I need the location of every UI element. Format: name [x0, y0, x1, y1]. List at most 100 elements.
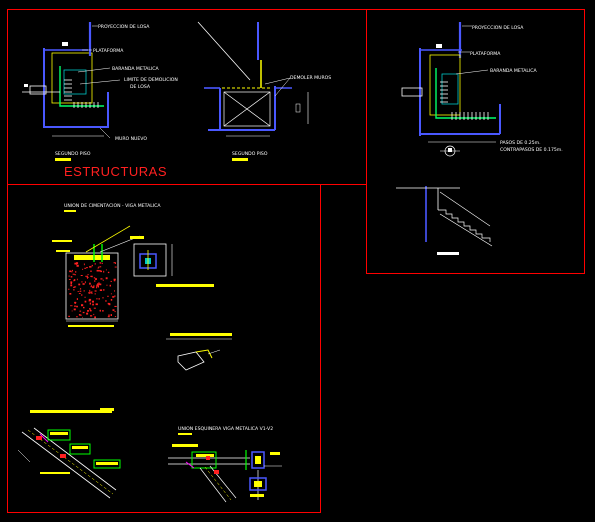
hatch-dot: [100, 278, 103, 280]
hatch-dot: [87, 310, 89, 312]
hatch-dot: [94, 293, 96, 295]
hatch-dot: [87, 277, 88, 279]
detail-a-caption-bar: [55, 158, 71, 161]
detail-b-section: DEMOLER MUROS SEGUNDO PISO: [197, 21, 331, 161]
hatch-dot: [98, 270, 101, 272]
esquinera-diag-center: [204, 466, 232, 501]
esquinera-base-plate: [249, 477, 267, 491]
hatch-dot: [107, 316, 110, 318]
diagonal-beam-edge-2: [33, 427, 117, 491]
esquinera-base-core: [254, 481, 262, 487]
hatch-dot: [82, 268, 84, 270]
diagonal-beam-plate-1: [47, 429, 71, 441]
hatch-dot: [90, 270, 92, 272]
hatch-dot: [91, 300, 94, 303]
hatch-dot: [81, 294, 83, 296]
hatch-dot: [80, 314, 82, 316]
hatch-dot: [74, 305, 77, 307]
drawing-title: ESTRUCTURAS: [64, 164, 167, 179]
hatch-dot: [81, 281, 83, 283]
hatch-dot: [113, 279, 116, 282]
hatch-dot: [89, 309, 92, 311]
diagonal-beam-plate-3: [93, 459, 121, 469]
hatch-dot: [90, 275, 93, 277]
hatch-dot: [76, 298, 78, 300]
hatch-dot: [74, 301, 77, 304]
esquinera-diag-1: [199, 467, 227, 503]
hatch-dot: [103, 270, 105, 273]
v-joint-yellow: [195, 349, 213, 359]
detail-v-joint: [166, 333, 232, 371]
hatch-dot: [87, 276, 89, 278]
detail-c-inner-box: [441, 73, 459, 105]
hatch-dot: [110, 280, 112, 282]
v-joint-title-bar: [170, 333, 232, 336]
hatch-dot: [70, 305, 73, 307]
cimentacion-diagonal: [85, 225, 131, 253]
hatch-dot: [98, 266, 100, 268]
diagonal-beam-magenta: [39, 433, 49, 443]
hatch-dot: [110, 293, 112, 295]
hatch-dot: [115, 262, 116, 264]
detail-b-diagonal: [197, 21, 251, 81]
hatch-dot: [108, 303, 110, 305]
detail-a-caption: SEGUNDO PISO: [55, 151, 91, 157]
hatch-dot: [113, 262, 115, 264]
hatch-dot: [86, 275, 88, 278]
detail-a-leaders: [77, 25, 121, 85]
hatch-dot: [109, 284, 111, 287]
hatch-dot: [76, 278, 78, 281]
stair-elevation-stringer: [439, 213, 493, 247]
hatch-dot: [89, 289, 91, 292]
hatch-dot: [98, 298, 100, 300]
detail-c-section: PROYECCION DE LOSA PLATAFORMA BARANDA ME…: [396, 22, 563, 255]
v-joint-shape: [177, 351, 205, 371]
detail-b-label-demoler: DEMOLER MUROS: [290, 75, 331, 81]
hatch-dot: [68, 315, 70, 317]
hatch-dot: [97, 285, 99, 288]
esquinera-title: UNION ESQUINERA VIGA METALICA V1-V2: [178, 426, 273, 432]
hatch-dot: [87, 274, 89, 276]
hatch-dot: [74, 274, 76, 276]
hatch-dot: [76, 264, 79, 267]
sheet-frames: [7, 9, 585, 513]
hatch-dot: [70, 284, 73, 287]
hatch-dot: [79, 310, 82, 312]
hatch-dot: [82, 283, 85, 285]
hatch-dot: [94, 316, 96, 319]
detail-c-note-2: CONTRAPASOS DE 0.175m.: [500, 147, 563, 153]
hatch-dot: [88, 292, 90, 294]
hatch-dot: [114, 290, 115, 292]
hatch-dot: [114, 266, 117, 268]
detail-a-tag-2: [24, 84, 28, 87]
hatch-dot: [89, 302, 91, 305]
hatch-dot: [94, 290, 97, 292]
hatch-dot: [114, 311, 116, 313]
esquinera-red-2: [214, 470, 219, 474]
detail-diagonal-beam: [17, 408, 121, 499]
hatch-dot: [71, 310, 73, 312]
cimentacion-leader-bar-1: [52, 240, 72, 242]
hatch-dot: [101, 262, 103, 264]
hatch-dot: [110, 299, 113, 301]
detail-a-inner-box: [63, 69, 87, 95]
cimentacion-plan-outer: [133, 243, 167, 277]
hatch-dot: [78, 283, 81, 286]
hatch-dot: [96, 269, 99, 272]
hatch-dot: [82, 311, 85, 314]
esquinera-right-bar: [270, 452, 280, 455]
diagonal-beam-red-1: [36, 436, 42, 440]
hatch-dot: [77, 291, 79, 292]
hatch-dot: [107, 271, 110, 274]
detail-c-leaders: [455, 25, 489, 75]
esquinera-red-1: [206, 456, 210, 460]
hatch-dot: [114, 295, 116, 297]
esquinera-title-bar: [178, 433, 192, 435]
hatch-dot: [72, 273, 75, 275]
detail-a-slab-block: [29, 85, 47, 95]
hatch-dot: [78, 293, 81, 294]
detail-cimentacion: UNION DE CIMENTACION - VIGA METALICA: [52, 203, 214, 327]
hatch-dot: [93, 277, 96, 279]
hatch-dot: [79, 290, 82, 292]
hatch-dot: [84, 281, 86, 284]
